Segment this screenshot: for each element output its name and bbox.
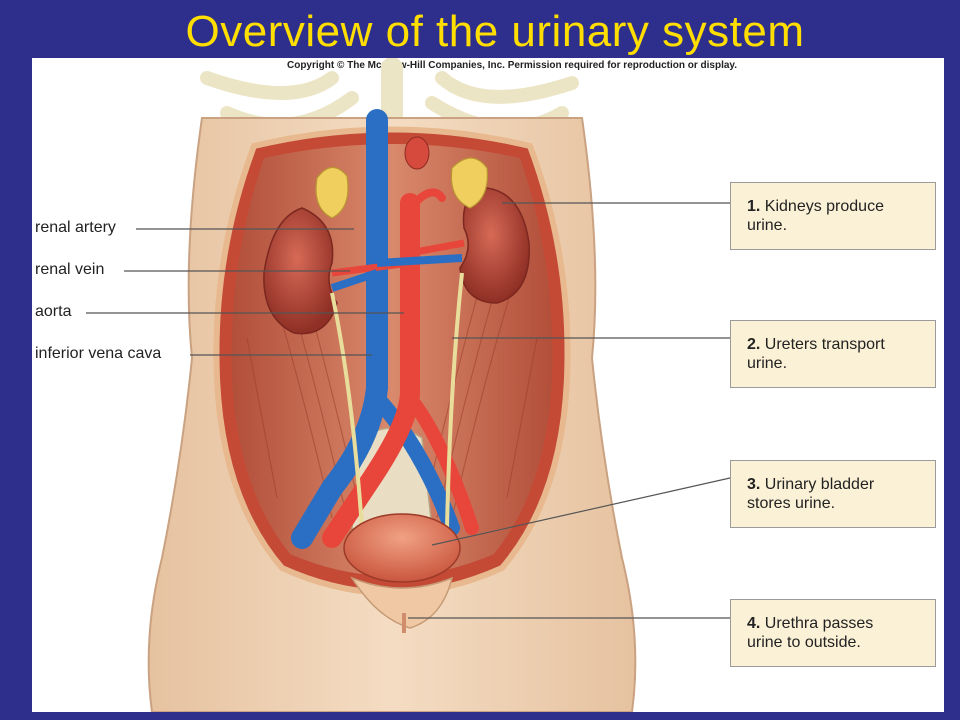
slide-title: Overview of the urinary system — [185, 7, 805, 56]
right-leader-lines — [408, 202, 731, 619]
callout-number: 2. — [747, 336, 761, 353]
copyright-notice: Copyright © The McGraw-Hill Companies, I… — [286, 60, 738, 71]
callout-text: Urinary bladder — [760, 476, 875, 493]
label-renal-artery: renal artery — [35, 219, 116, 236]
callout-text: urine to outside. — [747, 634, 861, 651]
callout-kidneys: 1. Kidneys produce urine. — [730, 182, 936, 250]
callout-text: stores urine. — [747, 495, 836, 512]
urinary-system-illustration — [86, 58, 731, 712]
left-adrenal-gland — [450, 157, 488, 209]
urinary-bladder — [343, 513, 461, 583]
callout-number: 3. — [747, 476, 761, 493]
callout-text: Urethra passes — [760, 615, 874, 632]
left-ureter — [445, 272, 464, 529]
right-adrenal-gland — [315, 166, 349, 219]
callout-bladder: 3. Urinary bladder stores urine. — [730, 460, 936, 528]
label-inferior-vena-cava: inferior vena cava — [35, 345, 162, 362]
right-ureter — [330, 292, 364, 529]
left-kidney — [459, 187, 530, 304]
callout-text: urine. — [747, 355, 788, 372]
callout-text: Ureters transport — [760, 336, 885, 353]
renal-vein-vessel — [330, 269, 379, 292]
callout-number: 4. — [747, 615, 761, 632]
aorta — [322, 193, 421, 548]
callout-number: 1. — [747, 198, 761, 215]
illustration-panel: Copyright © The McGraw-Hill Companies, I… — [32, 58, 944, 712]
callout-urethra: 4. Urethra passes urine to outside. — [730, 599, 936, 667]
label-aorta: aorta — [35, 303, 72, 320]
callout-ureters: 2. Ureters transport urine. — [730, 320, 936, 388]
pubic-region — [350, 576, 454, 629]
left-leader-lines — [86, 228, 404, 356]
celiac-stump — [404, 136, 430, 170]
callout-text: urine. — [747, 217, 788, 234]
label-renal-vein: renal vein — [35, 261, 105, 278]
callout-text: Kidneys produce — [760, 198, 884, 215]
